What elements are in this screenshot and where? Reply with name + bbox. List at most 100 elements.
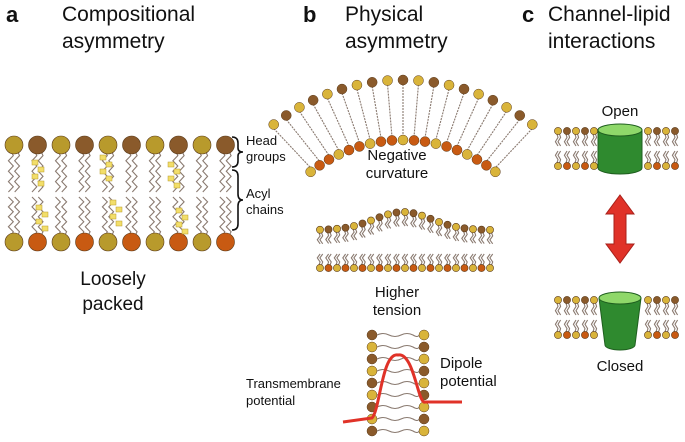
lipid-tail xyxy=(575,150,580,165)
lipid-tail xyxy=(319,231,324,245)
lipid-tail xyxy=(653,150,658,164)
lipid-head xyxy=(28,232,47,252)
lipid-tail xyxy=(662,302,667,316)
cholesterol xyxy=(99,154,107,161)
lipid-tail xyxy=(333,253,338,267)
panel-b-title-line1: Physical xyxy=(345,3,424,26)
lipid-tail xyxy=(13,150,21,193)
panel-letter-a: a xyxy=(6,2,19,27)
lipid-head xyxy=(280,110,292,121)
lipid-head xyxy=(644,127,652,135)
cholesterol xyxy=(173,182,181,189)
lipid-head xyxy=(452,222,460,231)
lipid-tail xyxy=(653,133,658,147)
lipid-tail xyxy=(195,196,203,237)
lipid-tail xyxy=(662,133,667,147)
lipid-tail xyxy=(13,196,21,237)
lipid-head xyxy=(418,377,430,389)
cholesterol xyxy=(105,161,113,168)
lipid-tail xyxy=(350,227,355,241)
lipid-head xyxy=(4,135,24,155)
lipid-tail xyxy=(665,132,670,147)
lipid-tail xyxy=(581,319,586,333)
acyl-chains-brace xyxy=(231,169,244,231)
lipid-tail xyxy=(376,219,381,232)
lipid-tail xyxy=(584,150,589,165)
closed-channel xyxy=(598,291,642,351)
lipid-head xyxy=(366,353,378,365)
lipid-tail xyxy=(593,301,598,316)
lipid-head xyxy=(351,79,363,91)
lipid-tail xyxy=(101,196,109,237)
lipid-tail xyxy=(674,132,679,147)
lipid-head xyxy=(572,296,580,304)
lipid-head xyxy=(51,232,71,252)
cholesterol xyxy=(175,207,183,214)
lipid-tail xyxy=(342,253,347,267)
lipid-tail xyxy=(446,253,451,267)
label-head: Head xyxy=(246,133,278,148)
lipid-tail xyxy=(172,196,179,237)
label-dipole-potential: potential xyxy=(440,373,497,390)
lipid-head xyxy=(75,135,94,155)
lipid-head xyxy=(418,365,430,377)
lipid-tail xyxy=(148,150,156,193)
lipid-head xyxy=(418,425,430,437)
lipid-head xyxy=(418,353,430,365)
lipid-tail xyxy=(61,150,68,193)
lipid-tail xyxy=(427,253,432,267)
lipid-tail xyxy=(376,428,420,434)
lipid-head xyxy=(367,264,375,272)
lipid-head xyxy=(487,94,499,106)
lipid-tail xyxy=(653,302,658,316)
lipid-tail xyxy=(674,150,679,165)
lipid-tail xyxy=(410,253,415,267)
lipid-head xyxy=(392,264,401,272)
lipid-tail xyxy=(108,150,115,193)
lipid-tail xyxy=(671,133,676,147)
lipid-tail xyxy=(378,253,383,267)
lipid-head xyxy=(418,413,430,425)
lipid-tail xyxy=(404,214,409,227)
lipid-tail xyxy=(418,217,423,230)
lipid-head xyxy=(671,127,679,135)
lipid-tail xyxy=(31,196,38,237)
lipid-tail xyxy=(438,223,443,237)
lipid-tail xyxy=(644,150,649,164)
lipid-head xyxy=(323,154,335,165)
lipid-head xyxy=(419,136,431,147)
lipid-head xyxy=(358,264,367,272)
lipid-tail xyxy=(361,253,366,267)
lipid-head xyxy=(343,144,355,156)
lipid-head xyxy=(426,264,435,272)
lipid-tail xyxy=(78,150,85,193)
label-dipole: Dipole xyxy=(440,355,483,372)
lipid-tail xyxy=(480,231,485,244)
lipid-head xyxy=(451,144,463,156)
lipid-head xyxy=(435,218,443,226)
bilayer-negative-curvature xyxy=(268,74,538,178)
lipid-head xyxy=(662,127,670,135)
lipid-tail xyxy=(84,196,91,237)
lipid-head xyxy=(169,135,188,155)
lipid-head xyxy=(145,135,165,155)
lipid-head xyxy=(662,296,670,304)
lipid-head xyxy=(469,225,477,234)
lipid-tail xyxy=(647,150,652,165)
lipid-head xyxy=(554,296,562,304)
cholesterol xyxy=(181,214,189,221)
lipid-head xyxy=(662,162,670,170)
lipid-head xyxy=(386,135,398,146)
lipid-head xyxy=(471,154,483,165)
lipid-tail xyxy=(647,132,652,147)
lipid-tail xyxy=(376,404,420,410)
lipid-tail xyxy=(575,132,580,147)
lipid-tail xyxy=(285,119,321,162)
lipid-head xyxy=(392,208,401,217)
lipid-tail xyxy=(584,132,589,147)
label-open: Open xyxy=(601,103,639,120)
lipid-head xyxy=(441,141,452,152)
lipid-head xyxy=(145,232,165,252)
lipid-tail xyxy=(590,319,595,333)
lipid-tail xyxy=(353,253,358,267)
